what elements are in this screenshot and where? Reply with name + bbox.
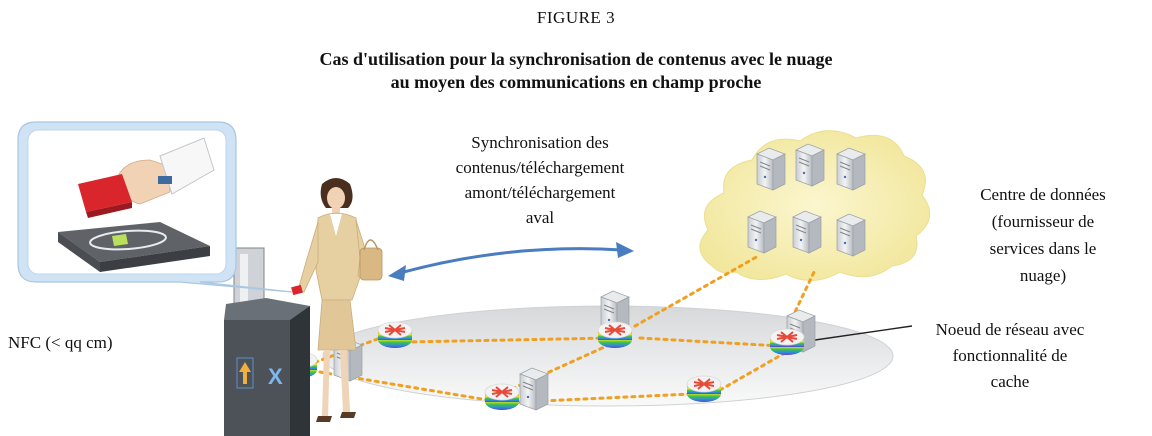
rainbow-router-icon — [597, 321, 633, 349]
network-node-label-line-1: Noeud de réseau avec — [935, 320, 1085, 339]
sync-label-line-4: aval — [525, 208, 555, 227]
data-center-label-line-1: Centre de données — [980, 185, 1106, 204]
network-node-label-line-3: cache — [990, 372, 1030, 391]
sync-arrow — [388, 242, 634, 281]
cache-node — [686, 375, 722, 403]
network-node-label-line-2: fonctionnalité de — [952, 346, 1068, 365]
rainbow-router-icon — [686, 375, 722, 403]
sync-label-line-3: amont/téléchargement — [464, 183, 616, 202]
server-icon — [792, 210, 822, 254]
server-icon — [836, 147, 866, 191]
server-icon — [756, 147, 786, 191]
woman-icon — [291, 178, 383, 422]
network-link — [718, 348, 792, 392]
data-center-label-line-3: services dans le — [989, 239, 1097, 258]
network-link — [638, 336, 782, 348]
server-icon — [747, 210, 777, 254]
cache-node — [377, 321, 413, 349]
ticket-gate-icon: X — [224, 247, 310, 436]
network-link — [503, 338, 622, 394]
nfc-label: NFC (< qq cm) — [8, 333, 113, 352]
server-icon — [519, 367, 549, 411]
data-center-label-line-4: nuage) — [1019, 266, 1067, 285]
platform-edge-line — [807, 325, 913, 342]
nfc-reader-icon — [58, 222, 210, 272]
sync-label-line-1: Synchronisation des — [471, 133, 609, 152]
figure-title-line-2: au moyen des communications en champ pro… — [390, 72, 762, 92]
svg-text:X: X — [268, 364, 283, 389]
network-link — [626, 253, 762, 332]
figure-title-line-1: Cas d'utilisation pour la synchronisatio… — [319, 49, 833, 69]
server-icon — [795, 143, 825, 187]
data-center-label-line-2: (fournisseur de — [991, 212, 1095, 231]
hand-card-icon — [78, 137, 215, 218]
network-link — [318, 370, 502, 404]
sync-label-line-2: contenus/téléchargement — [455, 158, 625, 177]
network-node-label: Noeud de réseau avec fonctionnalité de c… — [905, 317, 1115, 395]
rainbow-router-icon — [769, 328, 805, 356]
figure-title: Cas d'utilisation pour la synchronisatio… — [0, 48, 1152, 94]
figure-label: FIGURE 3 — [536, 8, 616, 27]
rainbow-router-icon — [484, 383, 520, 411]
data-center-label: Centre de données (fournisseur de servic… — [948, 181, 1138, 289]
server-icon — [836, 213, 866, 257]
network-link — [403, 336, 612, 344]
sync-label: Synchronisation des contenus/téléchargem… — [405, 130, 675, 230]
cache-node — [597, 290, 633, 349]
rainbow-router-icon — [377, 321, 413, 349]
